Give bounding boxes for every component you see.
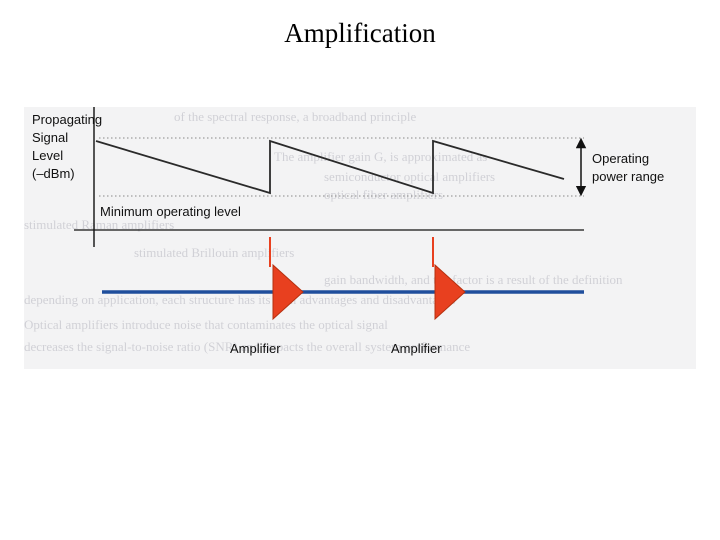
slide-title: Amplification: [284, 18, 436, 48]
amplifier-triangle-icon: [434, 263, 466, 321]
amplification-figure: of the spectral response, a broadband pr…: [24, 107, 696, 369]
diagram-svg: [74, 107, 587, 321]
background-text-line: gain bandwidth, and the factor is a resu…: [324, 272, 623, 287]
background-text-line: optical fiber amplifiers: [324, 187, 444, 202]
y-axis-label-line: (–dBm): [32, 166, 75, 181]
background-text-line: decreases the signal-to-noise ratio (SNR…: [24, 339, 471, 354]
operating-range-label-line: Operating: [592, 151, 650, 166]
signal-level-sawtooth: [95, 139, 565, 195]
background-text-line: stimulated Brillouin amplifiers: [134, 245, 295, 260]
min-operating-level-label: Minimum operating level: [100, 204, 241, 219]
y-axis-label-line: Propagating: [32, 112, 103, 127]
amplifier-2: [432, 237, 466, 321]
amplifier-label: Amplifier: [391, 341, 442, 356]
background-text-line: stimulated Raman amplifiers: [24, 217, 175, 232]
background-text-line: Optical amplifiers introduce noise that …: [24, 317, 388, 332]
background-text-line: depending on application, each structure…: [24, 292, 456, 307]
amplifier-label: Amplifier: [230, 341, 281, 356]
background-text-line: of the spectral response, a broadband pr…: [174, 109, 417, 124]
operating-range-label-line: power range: [592, 169, 665, 184]
amplifier-1: [269, 237, 304, 321]
y-axis-label-line: Level: [32, 148, 64, 163]
amplifier-triangle-icon: [272, 263, 304, 321]
y-axis-label-line: Signal: [32, 130, 69, 145]
background-text-line: The amplifier gain G, is approximated as: [274, 149, 488, 164]
